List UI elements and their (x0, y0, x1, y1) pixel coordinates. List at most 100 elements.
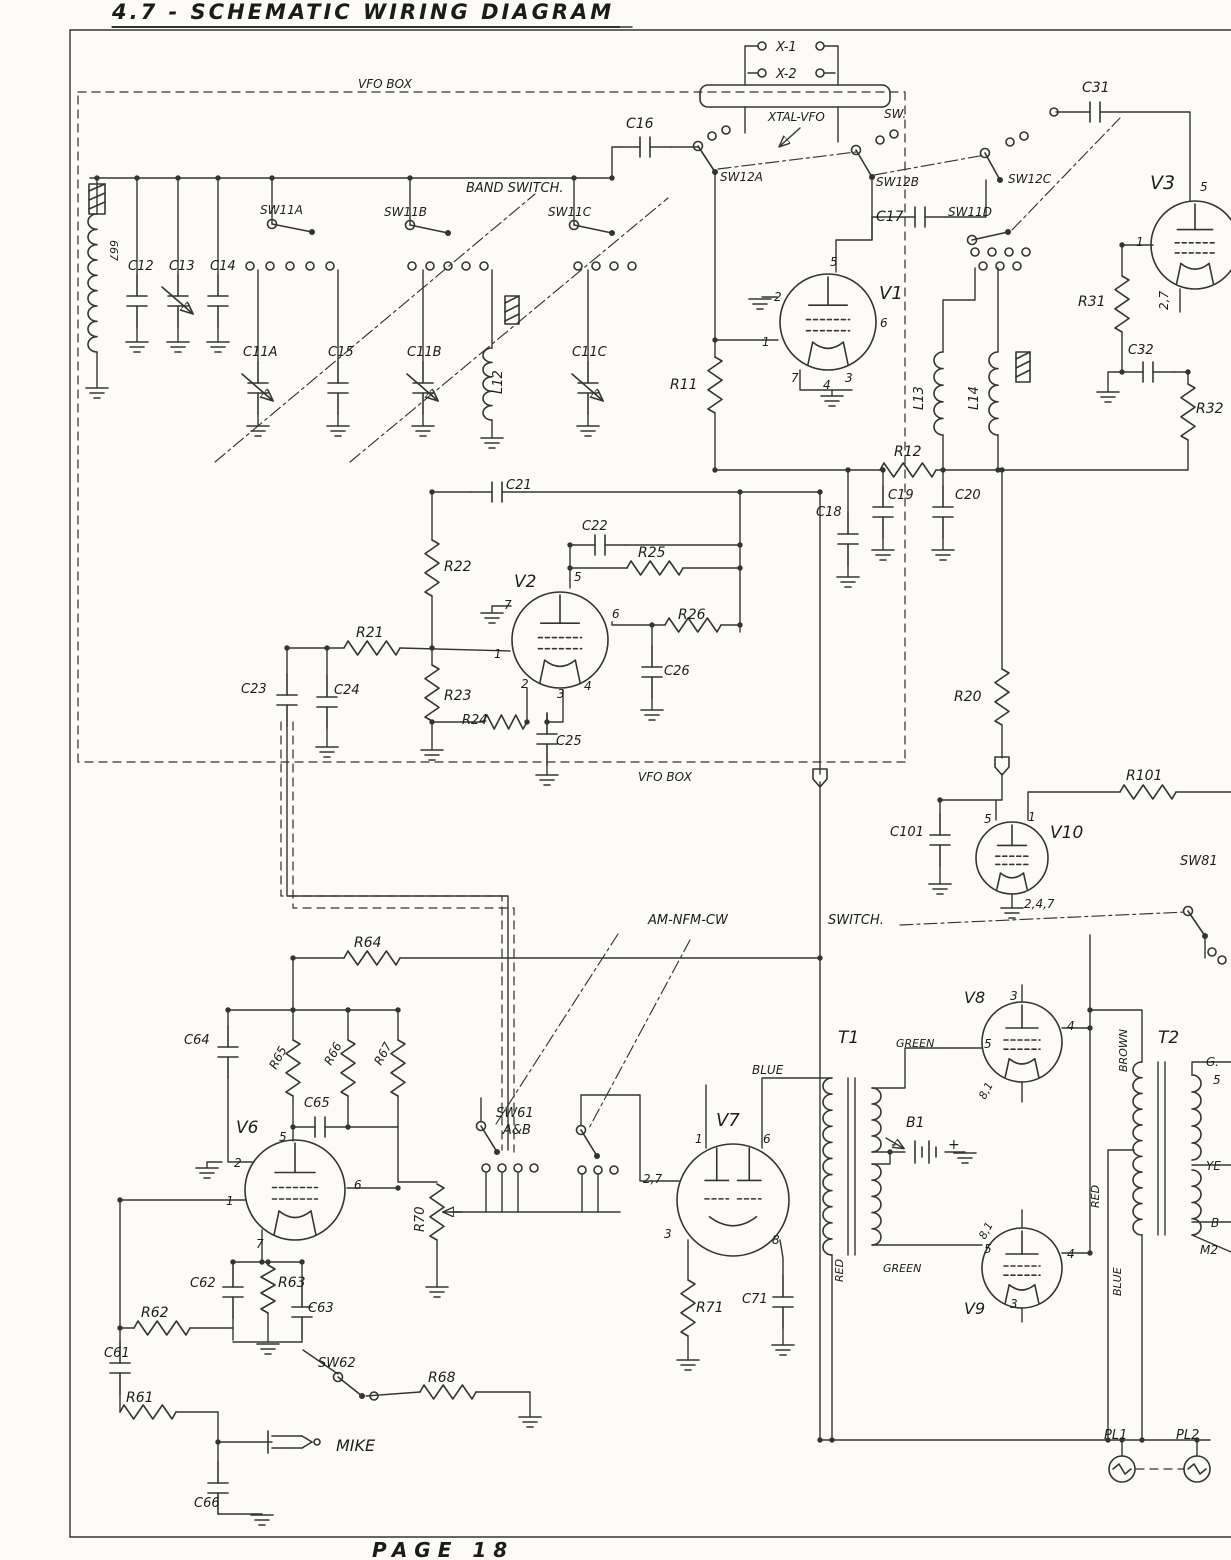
resistor-R62 (133, 1320, 191, 1336)
label-v7: V7 (716, 1110, 740, 1131)
label-r25: R25 (638, 545, 666, 561)
label-1: 1 (1136, 235, 1144, 249)
label-l13: L13 (912, 386, 927, 410)
contact-circle (407, 261, 417, 271)
junction-dot (290, 1124, 296, 1130)
label-c20: C20 (955, 488, 981, 503)
contact-circle (1019, 131, 1029, 141)
cathode-lead (1004, 1284, 1011, 1304)
junction-dot (737, 489, 743, 495)
contact-circle (1217, 955, 1227, 965)
tube-V2 (511, 591, 609, 689)
label-3: 3 (664, 1227, 672, 1241)
cathode (999, 872, 1025, 879)
capacitor-C21 (470, 481, 524, 503)
wire (1191, 1234, 1231, 1253)
label-c66: C66 (194, 1496, 220, 1511)
switch-SW12B (850, 144, 875, 180)
label-1: 1 (695, 1132, 703, 1146)
cathode-lead (996, 872, 1002, 890)
label-r65: R65 (266, 1044, 289, 1071)
resistor-R61 (119, 1404, 177, 1420)
wire (546, 689, 564, 723)
label--: - (891, 1137, 896, 1153)
label-c23: C23 (241, 682, 267, 697)
coil-T1-PRI (822, 1077, 833, 1256)
label-5: 5 (984, 1037, 992, 1051)
junction-dot (995, 467, 1001, 473)
junction-dot (1119, 1437, 1125, 1443)
label-5: 5 (1200, 180, 1208, 194)
cathode (278, 1210, 312, 1219)
capacitor-C65 (293, 1116, 347, 1138)
contact-circle (425, 261, 435, 271)
ground-symbol (748, 298, 772, 310)
label-a-b: A&B (502, 1123, 531, 1138)
switch-pivot (1005, 229, 1011, 235)
cathode-lead (1034, 1058, 1040, 1078)
label-r12: R12 (894, 444, 922, 460)
switch-pivot (997, 177, 1003, 183)
wire (1107, 371, 1123, 393)
capacitor-C12 (126, 274, 148, 328)
contact-circle (609, 261, 619, 271)
label-c12: C12 (128, 259, 154, 274)
capacitor-C61 (109, 1341, 131, 1395)
cathode-lead (574, 659, 581, 684)
gang-link-line (899, 911, 1187, 926)
tube-envelope (981, 1227, 1063, 1309)
contact-circle (479, 261, 489, 271)
tube-V8 (981, 1001, 1063, 1083)
wire (1027, 791, 1121, 821)
switch-contact (575, 1124, 587, 1136)
pointer-arrow (780, 127, 801, 146)
switch-pivot (359, 1393, 365, 1399)
capacitor-C16 (618, 136, 672, 158)
slug-body (1015, 351, 1031, 383)
label-4: 4 (1067, 1019, 1075, 1033)
tube-envelope (244, 1139, 346, 1241)
label-1: 1 (226, 1194, 234, 1208)
capacitor-C25 (536, 712, 558, 766)
resistor-R11 (707, 356, 723, 414)
switch-SW81 (1182, 905, 1208, 939)
label-r71: R71 (696, 1300, 724, 1316)
cathode-lead (1175, 262, 1182, 285)
junction-dot (817, 955, 823, 961)
capacitor-C11A (241, 361, 272, 415)
label-c101: C101 (890, 825, 924, 840)
label-r31: R31 (1078, 294, 1106, 310)
resistor-R21 (343, 640, 401, 656)
ground-symbol (518, 1416, 542, 1428)
junction-dot (817, 489, 823, 495)
switch-SW61B (575, 1124, 600, 1159)
junction-dot (175, 175, 181, 181)
feedthrough-connector (812, 768, 828, 788)
wire (175, 1411, 219, 1443)
junction-dot (407, 175, 413, 181)
label-8: 8 (772, 1233, 780, 1247)
junction-dot (1194, 1437, 1200, 1443)
label-4: 4 (1067, 1247, 1075, 1261)
junction-dot (937, 797, 943, 803)
label-3: 3 (1010, 989, 1018, 1003)
contact-circle (1005, 137, 1015, 147)
label-r22: R22 (444, 559, 472, 575)
capacitor-C31 (1068, 101, 1122, 123)
junction-dot (429, 645, 435, 651)
wire (491, 605, 512, 613)
label-c11c: C11C (572, 345, 608, 360)
contact-circle (609, 1165, 619, 1175)
lamp-filament (1187, 1463, 1207, 1475)
junction-dot (395, 1007, 401, 1013)
slug-hatch (504, 304, 520, 313)
slug-hatch (88, 183, 106, 192)
contact-circle (265, 261, 275, 271)
label-4: 4 (584, 679, 592, 693)
lamp-envelope (1183, 1455, 1211, 1483)
junction-dot (429, 489, 435, 495)
switch-contact (850, 144, 862, 156)
contact-circle (369, 1391, 379, 1401)
tuning-slug (504, 295, 520, 325)
cathode (811, 341, 845, 350)
